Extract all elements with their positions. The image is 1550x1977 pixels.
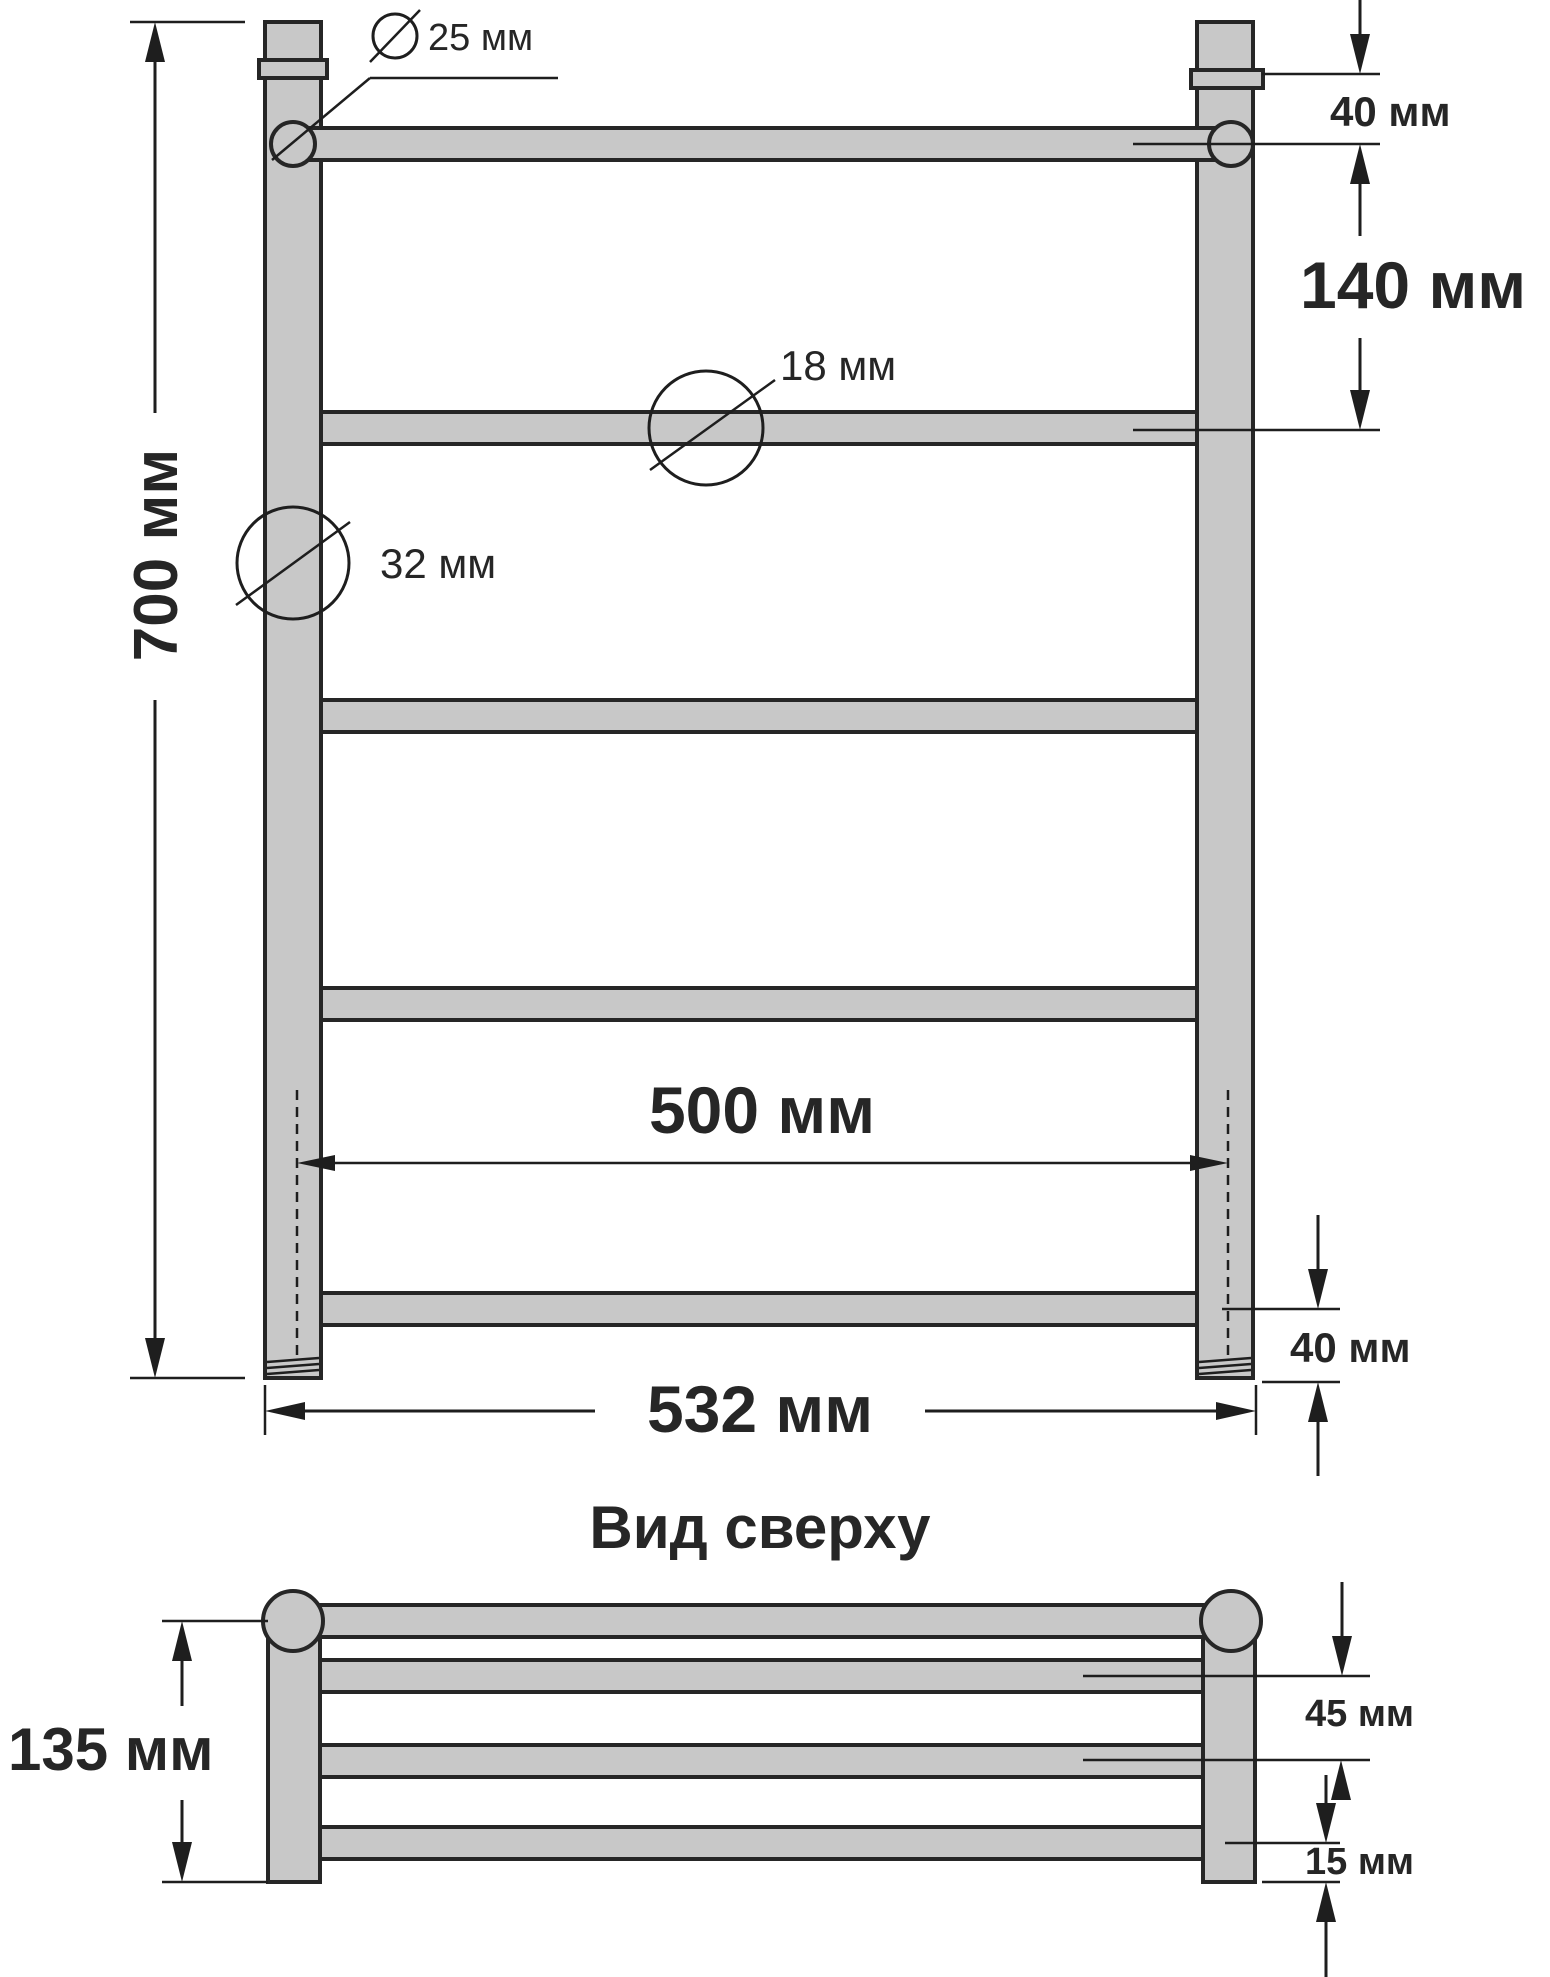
rail-step-label: 45 мм <box>1305 1693 1414 1735</box>
top-view-right-cap <box>1199 1589 1263 1653</box>
crossbar-top <box>291 126 1233 162</box>
crossbar-3 <box>319 698 1199 734</box>
rail-diameter-callout: 18 мм <box>647 342 896 487</box>
rail-spacing-dimension: 140 мм <box>1133 248 1526 432</box>
bottom-offset-label: 40 мм <box>1290 1324 1411 1371</box>
right-post-thread <box>1198 1356 1252 1376</box>
top-view-rail-3 <box>318 1743 1205 1779</box>
pipe-diameter-callout: 32 мм <box>235 505 496 621</box>
top-view: 135 мм 45 мм 15 мм <box>8 1582 1414 1977</box>
wall-gap-label: 15 мм <box>1305 1841 1414 1883</box>
top-view-left-cap <box>261 1589 325 1653</box>
post-diameter-callout: 25 мм <box>271 9 558 161</box>
top-view-rail-1 <box>293 1603 1230 1639</box>
left-post-fitting <box>257 58 329 80</box>
total-width-dimension: 532 мм <box>263 1372 1258 1446</box>
top-view-rail-2 <box>318 1658 1205 1694</box>
post-diameter-label: 25 мм <box>428 17 533 59</box>
top-offset-dimension: 40 мм <box>1133 0 1451 236</box>
top-view-rail-4 <box>318 1825 1205 1861</box>
rail-diameter-label: 18 мм <box>780 342 896 389</box>
left-wall-bracket <box>266 1626 322 1884</box>
rail-step-dimension: 45 мм <box>1083 1582 1414 1762</box>
center-distance-dimension: 500 мм <box>295 1073 1230 1362</box>
crossbar-bottom <box>319 1291 1199 1327</box>
height-dimension: 700 мм <box>122 20 245 1380</box>
total-width-label: 532 мм <box>647 1372 873 1446</box>
crossbar-2 <box>319 410 1199 446</box>
left-post-thread <box>266 1356 320 1376</box>
right-post <box>1195 20 1255 1380</box>
diameter-symbol-icon <box>371 12 419 60</box>
top-offset-label: 40 мм <box>1330 88 1451 135</box>
top-view-title: Вид сверху <box>589 1494 931 1561</box>
wall-gap-dimension: 15 мм <box>1225 1760 1414 1977</box>
center-distance-label: 500 мм <box>649 1073 875 1147</box>
crossbar-4 <box>319 986 1199 1022</box>
pipe-diameter-label: 32 мм <box>380 540 496 587</box>
right-post-fitting <box>1189 68 1265 90</box>
bottom-offset-dimension: 40 мм <box>1222 1215 1411 1476</box>
height-label: 700 мм <box>122 449 191 661</box>
rail-spacing-label: 140 мм <box>1300 248 1526 322</box>
depth-dimension: 135 мм <box>8 1619 268 1884</box>
front-view: 700 мм 25 <box>122 0 1526 1476</box>
depth-label: 135 мм <box>8 1716 214 1783</box>
left-post <box>263 20 323 1380</box>
